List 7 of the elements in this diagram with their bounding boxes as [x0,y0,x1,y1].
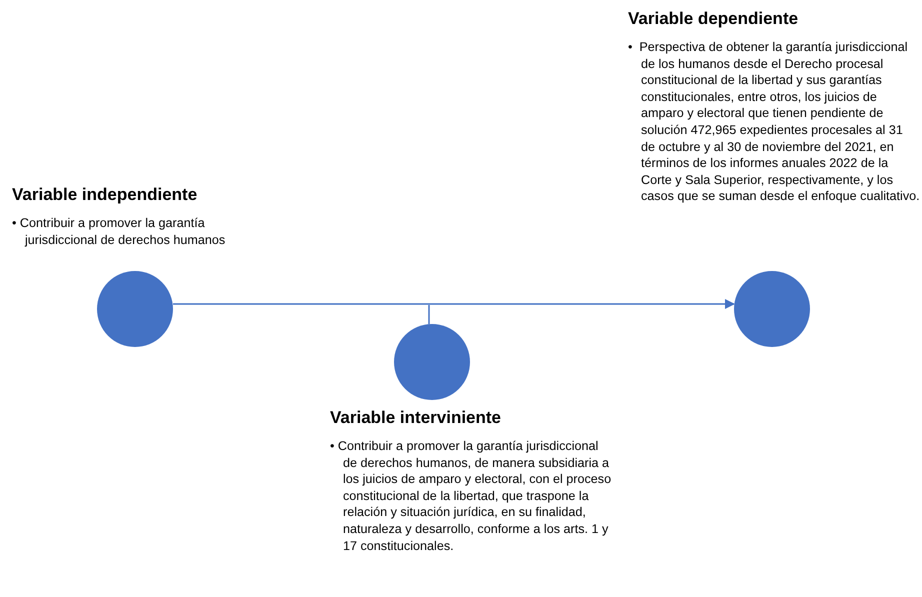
heading: Variable dependiente [628,8,798,30]
heading: Variable interviniente [330,407,502,429]
arrow [173,299,735,309]
bullet-text: • Perspectiva de obtener la garantía jurisdiccional de los humanos desde el Derecho procesal constitucional de la libertad y sus garantías constitucionales, entre otros, los juicios de amparo y electoral que tienen pendiente de solución 472,965 expedientes procesales al 31 de octubre y al 30 de noviembre del 2021, en términos de los informes anuales 2022 de la Corte y Sala Superior, respectivamente, y los casos que se suman desde el enfoque cualitativo. [628,39,920,205]
bullet-text: • Contribuir a promover la garantía jurisdiccional de derechos humanos, de manera subsidiaria a los juicios de amparo y electoral, con el proceso constitucional de la libertad, que traspone la relación y situación jurídica, en su finalidad, naturaleza y desarrollo, conforme a los arts. 1 y 17 constitucionales. [330,438,612,554]
heading: Variable independiente [12,184,198,206]
bullet-text: • Contribuir a promover la garantía jurisdiccional de derechos humanos [12,215,226,248]
